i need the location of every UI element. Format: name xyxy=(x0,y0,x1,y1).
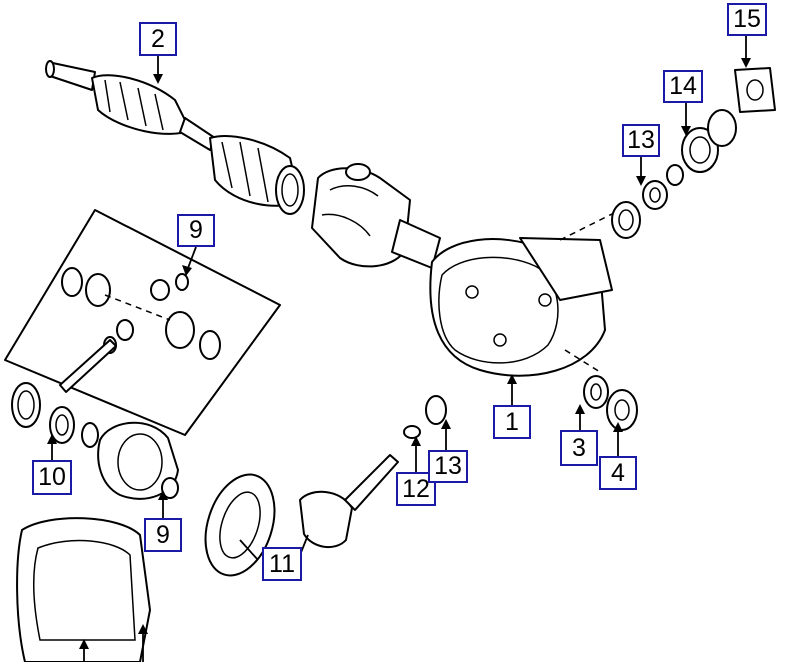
pinion-seal-stack xyxy=(611,67,776,239)
callout-3: 3 xyxy=(560,430,598,466)
axle-housing xyxy=(311,163,621,377)
callout-11: 11 xyxy=(262,547,302,581)
callout-9-kit: 9 xyxy=(177,214,215,247)
callout-10: 10 xyxy=(32,460,72,495)
callout-9-case: 9 xyxy=(144,518,182,552)
spider-gear-kit xyxy=(4,209,281,436)
pinion-gear xyxy=(299,395,447,549)
callout-15: 15 xyxy=(727,3,767,36)
side-bearings xyxy=(583,375,638,431)
callout-1: 1 xyxy=(493,405,531,439)
callout-13-bottom: 13 xyxy=(428,450,468,483)
cv-axle-shaft xyxy=(45,60,305,215)
callout-13-top: 13 xyxy=(622,124,660,157)
differential-case xyxy=(97,421,179,500)
callout-2: 2 xyxy=(139,22,177,56)
differential-cover xyxy=(16,517,151,662)
callout-14: 14 xyxy=(663,70,703,103)
carrier-bearings xyxy=(11,382,99,448)
callout-12: 12 xyxy=(396,472,436,506)
callout-4: 4 xyxy=(599,456,637,490)
ring-gear xyxy=(204,473,276,577)
